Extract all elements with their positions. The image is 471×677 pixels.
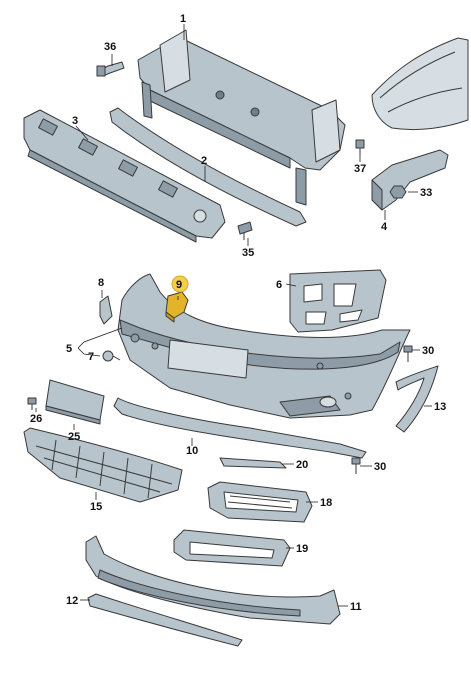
callout-11: 11 — [350, 601, 362, 613]
part-26-fastener — [27, 397, 37, 410]
callout-35: 35 — [242, 247, 254, 259]
fender-panel — [371, 37, 469, 131]
callout-3: 3 — [72, 115, 78, 127]
part-20-trim-strip — [219, 457, 287, 469]
part-8-spacer — [99, 295, 113, 325]
callout-4: 4 — [381, 221, 388, 233]
part-30-screw-upper — [403, 345, 413, 362]
part-10-lower-spoiler — [113, 397, 367, 459]
callout-12: 12 — [66, 595, 78, 607]
part-7-cap — [102, 350, 121, 362]
callout-37: 37 — [354, 163, 366, 175]
part-13-wheel-arch-trim — [395, 365, 439, 433]
callout-20: 20 — [296, 459, 308, 471]
callout-30-upper: 30 — [422, 345, 434, 357]
part-6-mounting-bracket — [289, 269, 387, 333]
part-37-screw — [355, 139, 365, 156]
callout-labels: 1 2 3 4 5 6 7 8 9 10 11 12 13 15 18 19 2… — [30, 13, 446, 613]
callout-33: 33 — [420, 187, 432, 199]
highlight-circle-9 — [171, 275, 189, 293]
callout-1: 1 — [180, 13, 186, 25]
callout-36: 36 — [104, 41, 116, 53]
part-36-bolt — [96, 61, 125, 77]
callout-26: 26 — [30, 413, 42, 425]
part-5-bumper-cover — [117, 273, 411, 419]
callout-2: 2 — [201, 155, 207, 167]
leader-lines — [35, 24, 432, 607]
part-12-spoiler-strip — [87, 593, 243, 647]
part-25-licence-plate-bracket — [45, 379, 105, 425]
part-2-guide-strip — [109, 107, 307, 227]
part-18-fog-lamp-grille — [207, 481, 313, 523]
callout-10: 10 — [186, 445, 198, 457]
part-1-bumper-reinforcement — [137, 29, 346, 206]
part-35-clip — [237, 221, 253, 240]
callout-6: 6 — [276, 279, 282, 291]
callout-13: 13 — [434, 401, 446, 413]
callout-19: 19 — [296, 543, 308, 555]
part-19-fog-lamp-frame — [173, 529, 291, 567]
part-30-screw-lower — [351, 457, 361, 474]
part-33-nut — [389, 185, 407, 199]
part-3-energy-absorber — [23, 109, 226, 243]
fender-shape — [371, 37, 469, 131]
part-4-side-bracket — [371, 149, 449, 211]
callout-25: 25 — [68, 431, 80, 443]
callout-30-lower: 30 — [374, 461, 386, 473]
callout-7: 7 — [88, 351, 94, 363]
callout-9: 9 — [176, 279, 182, 291]
callout-18: 18 — [320, 497, 332, 509]
callout-15: 15 — [90, 501, 102, 513]
callout-8: 8 — [98, 277, 104, 289]
callout-5: 5 — [66, 343, 72, 355]
part-11-lower-lip — [85, 535, 341, 625]
part-15-lower-grille — [23, 427, 183, 503]
